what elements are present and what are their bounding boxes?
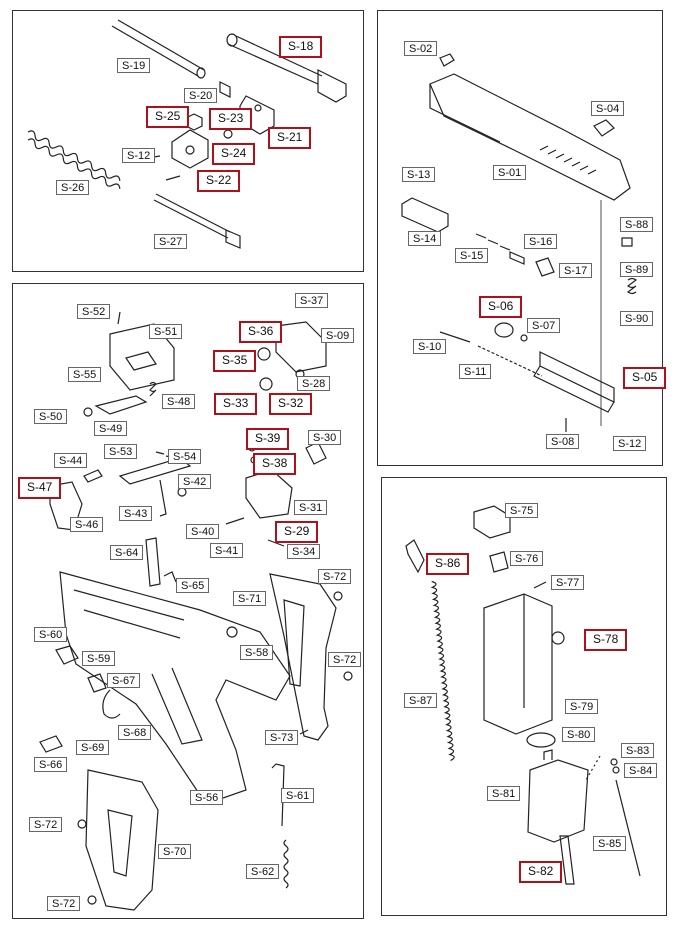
label-s09: S-09 [321, 328, 355, 343]
label-s72-b: S-72 [328, 652, 362, 667]
label-s52: S-52 [77, 304, 111, 319]
label-s81: S-81 [487, 786, 521, 801]
label-s46: S-46 [70, 517, 104, 532]
label-s90: S-90 [620, 311, 654, 326]
label-s01: S-01 [493, 165, 527, 180]
label-s02: S-02 [404, 41, 438, 56]
label-s38: S-38 [253, 453, 297, 475]
label-s20: S-20 [184, 88, 218, 103]
label-s65: S-65 [176, 578, 210, 593]
label-s68: S-68 [118, 725, 152, 740]
label-s28: S-28 [297, 376, 331, 391]
label-s19: S-19 [117, 58, 151, 73]
label-s88: S-88 [620, 217, 654, 232]
label-s59: S-59 [82, 651, 116, 666]
label-s75: S-75 [505, 503, 539, 518]
label-s82: S-82 [519, 861, 563, 883]
label-s85: S-85 [593, 836, 627, 851]
label-s76: S-76 [510, 551, 544, 566]
label-s49: S-49 [94, 421, 128, 436]
label-s12-slide: S-12 [613, 436, 647, 451]
label-s83: S-83 [621, 743, 655, 758]
label-s54: S-54 [168, 449, 202, 464]
label-s56: S-56 [190, 790, 224, 805]
label-s13: S-13 [402, 167, 436, 182]
label-s87: S-87 [404, 693, 438, 708]
label-s12-top: S-12 [122, 148, 156, 163]
label-s21: S-21 [268, 127, 312, 149]
label-s34: S-34 [287, 544, 321, 559]
label-s15: S-15 [455, 248, 489, 263]
label-s70: S-70 [158, 844, 192, 859]
label-s61: S-61 [281, 788, 315, 803]
label-s07: S-07 [527, 318, 561, 333]
label-s35: S-35 [213, 350, 257, 372]
label-s42: S-42 [178, 474, 212, 489]
label-s41: S-41 [210, 543, 244, 558]
label-s72-c: S-72 [29, 817, 63, 832]
label-s58: S-58 [240, 645, 274, 660]
label-s62: S-62 [246, 864, 280, 879]
label-s50: S-50 [34, 409, 68, 424]
label-s79: S-79 [565, 699, 599, 714]
label-s53: S-53 [104, 444, 138, 459]
label-s72-d: S-72 [47, 896, 81, 911]
label-s10: S-10 [413, 339, 447, 354]
label-s69: S-69 [76, 740, 110, 755]
label-s14: S-14 [408, 231, 442, 246]
label-s26: S-26 [56, 180, 90, 195]
label-s60: S-60 [34, 627, 68, 642]
label-s32: S-32 [269, 393, 313, 415]
label-s43: S-43 [119, 506, 153, 521]
label-s47: S-47 [18, 477, 62, 499]
label-s89: S-89 [620, 262, 654, 277]
label-s39: S-39 [246, 428, 290, 450]
label-s71: S-71 [233, 591, 267, 606]
label-s44: S-44 [54, 453, 88, 468]
label-s48: S-48 [162, 394, 196, 409]
label-s06: S-06 [479, 296, 523, 318]
label-s18: S-18 [279, 36, 323, 58]
label-s64: S-64 [110, 545, 144, 560]
label-s04: S-04 [591, 101, 625, 116]
label-s31: S-31 [294, 500, 328, 515]
label-s33: S-33 [214, 393, 258, 415]
label-s40: S-40 [186, 524, 220, 539]
label-s37: S-37 [295, 293, 329, 308]
label-s73: S-73 [265, 730, 299, 745]
label-s66: S-66 [34, 757, 68, 772]
label-s55: S-55 [68, 367, 102, 382]
label-s08: S-08 [546, 434, 580, 449]
label-s80: S-80 [562, 727, 596, 742]
label-s25: S-25 [146, 106, 190, 128]
label-s78: S-78 [584, 629, 628, 651]
label-s05: S-05 [623, 367, 667, 389]
label-s51: S-51 [149, 324, 183, 339]
label-s24: S-24 [212, 143, 256, 165]
label-s86: S-86 [426, 553, 470, 575]
label-s30: S-30 [308, 430, 342, 445]
label-s16: S-16 [524, 234, 558, 249]
label-s23: S-23 [209, 108, 253, 130]
label-s27: S-27 [154, 234, 188, 249]
label-s77: S-77 [551, 575, 585, 590]
label-s29: S-29 [275, 521, 319, 543]
label-s36: S-36 [239, 321, 283, 343]
label-s11: S-11 [459, 364, 492, 379]
label-s17: S-17 [559, 263, 593, 278]
label-s72-a: S-72 [318, 569, 352, 584]
label-s67: S-67 [107, 673, 141, 688]
label-s22: S-22 [197, 170, 241, 192]
label-s84: S-84 [624, 763, 658, 778]
